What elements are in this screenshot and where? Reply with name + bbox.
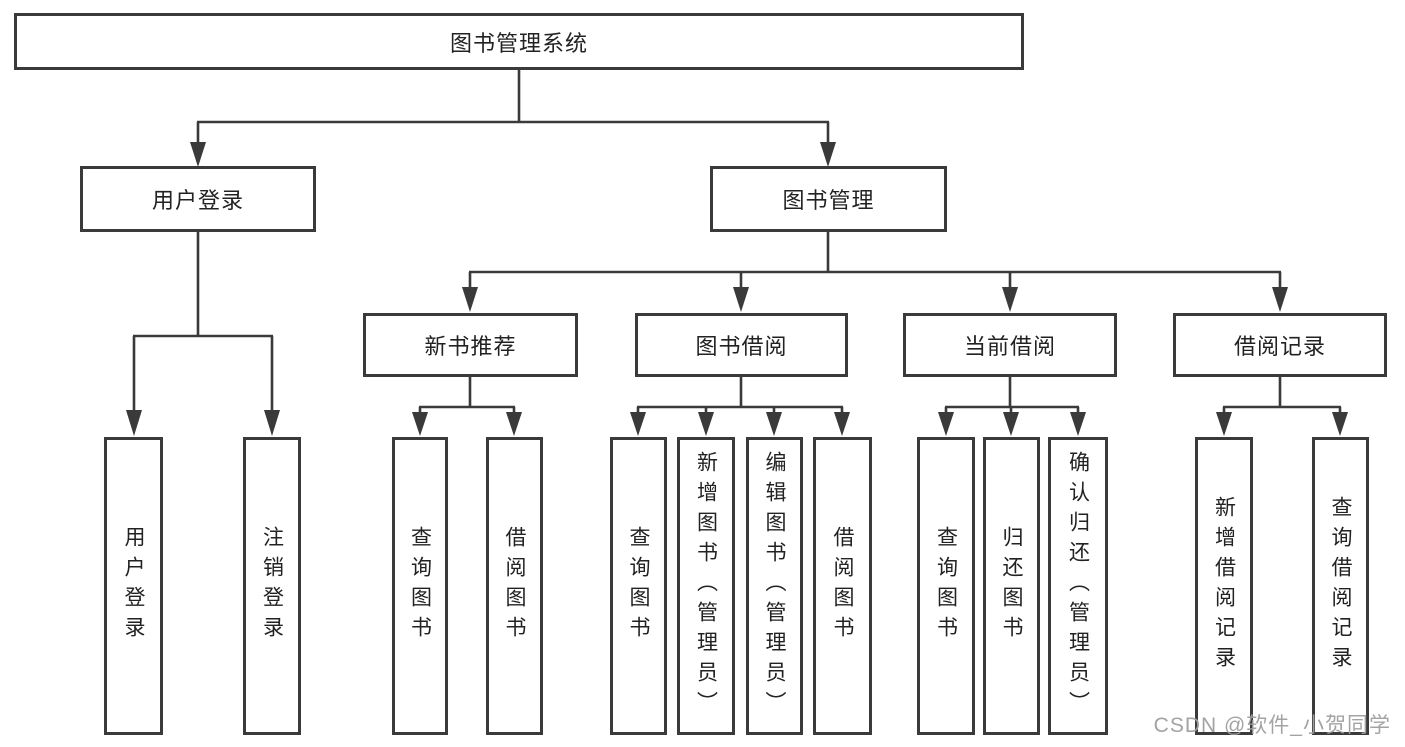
node-book-mgmt-label: 图书管理 (782, 188, 875, 213)
node-current-borrow-label: 当前借阅 (963, 334, 1056, 359)
leaf-current-return-books-label: 归还图书 (1000, 526, 1023, 646)
leaf-records-add-record: 新增借阅记录 (1195, 437, 1253, 735)
leaf-borrow-add-books-admin-label: 新增图书（管理员） (694, 451, 718, 721)
leaf-borrow-add-books-admin: 新增图书（管理员） (677, 437, 735, 735)
node-book-mgmt: 图书管理 (710, 166, 947, 232)
node-new-book-recommend-label: 新书推荐 (424, 334, 517, 359)
leaf-records-query-record: 查询借阅记录 (1312, 437, 1369, 735)
node-new-book-recommend: 新书推荐 (363, 313, 578, 377)
leaf-current-confirm-return-admin-label: 确认归还（管理员） (1066, 451, 1090, 721)
leaf-user-login: 用户登录 (104, 437, 163, 735)
node-borrow-records-label: 借阅记录 (1233, 334, 1326, 359)
leaf-borrow-borrow-books-label: 借阅图书 (831, 526, 854, 646)
node-borrow-records: 借阅记录 (1173, 313, 1387, 377)
node-book-borrow-label: 图书借阅 (695, 334, 788, 359)
leaf-records-add-record-label: 新增借阅记录 (1212, 496, 1236, 676)
leaf-current-confirm-return-admin: 确认归还（管理员） (1048, 437, 1108, 735)
leaf-current-query-books-label: 查询图书 (934, 526, 958, 646)
leaf-records-query-record-label: 查询借阅记录 (1329, 496, 1352, 676)
leaf-borrow-edit-books-admin: 编辑图书（管理员） (746, 437, 803, 735)
node-root-label: 图书管理系统 (449, 30, 588, 56)
leaf-recommend-borrow-books-label: 借阅图书 (503, 526, 526, 646)
node-user-login-label: 用户登录 (151, 188, 244, 213)
leaf-borrow-borrow-books: 借阅图书 (813, 437, 872, 735)
leaf-borrow-edit-books-admin-label: 编辑图书（管理员） (763, 451, 786, 721)
leaf-logout: 注销登录 (243, 437, 301, 735)
node-current-borrow: 当前借阅 (903, 313, 1117, 377)
leaf-recommend-query-books-label: 查询图书 (408, 526, 432, 646)
watermark: CSDN @软件_小贺同学 (1153, 714, 1391, 737)
leaf-logout-label: 注销登录 (260, 526, 284, 646)
leaf-recommend-borrow-books: 借阅图书 (486, 437, 543, 735)
leaf-user-login-label: 用户登录 (122, 526, 145, 646)
leaf-current-return-books: 归还图书 (983, 437, 1040, 735)
node-book-borrow: 图书借阅 (635, 313, 848, 377)
node-user-login: 用户登录 (80, 166, 316, 232)
leaf-borrow-query-books-label: 查询图书 (627, 526, 650, 646)
leaf-current-query-books: 查询图书 (917, 437, 975, 735)
leaf-borrow-query-books: 查询图书 (610, 437, 667, 735)
node-root: 图书管理系统 (14, 13, 1024, 70)
leaf-recommend-query-books: 查询图书 (392, 437, 448, 735)
